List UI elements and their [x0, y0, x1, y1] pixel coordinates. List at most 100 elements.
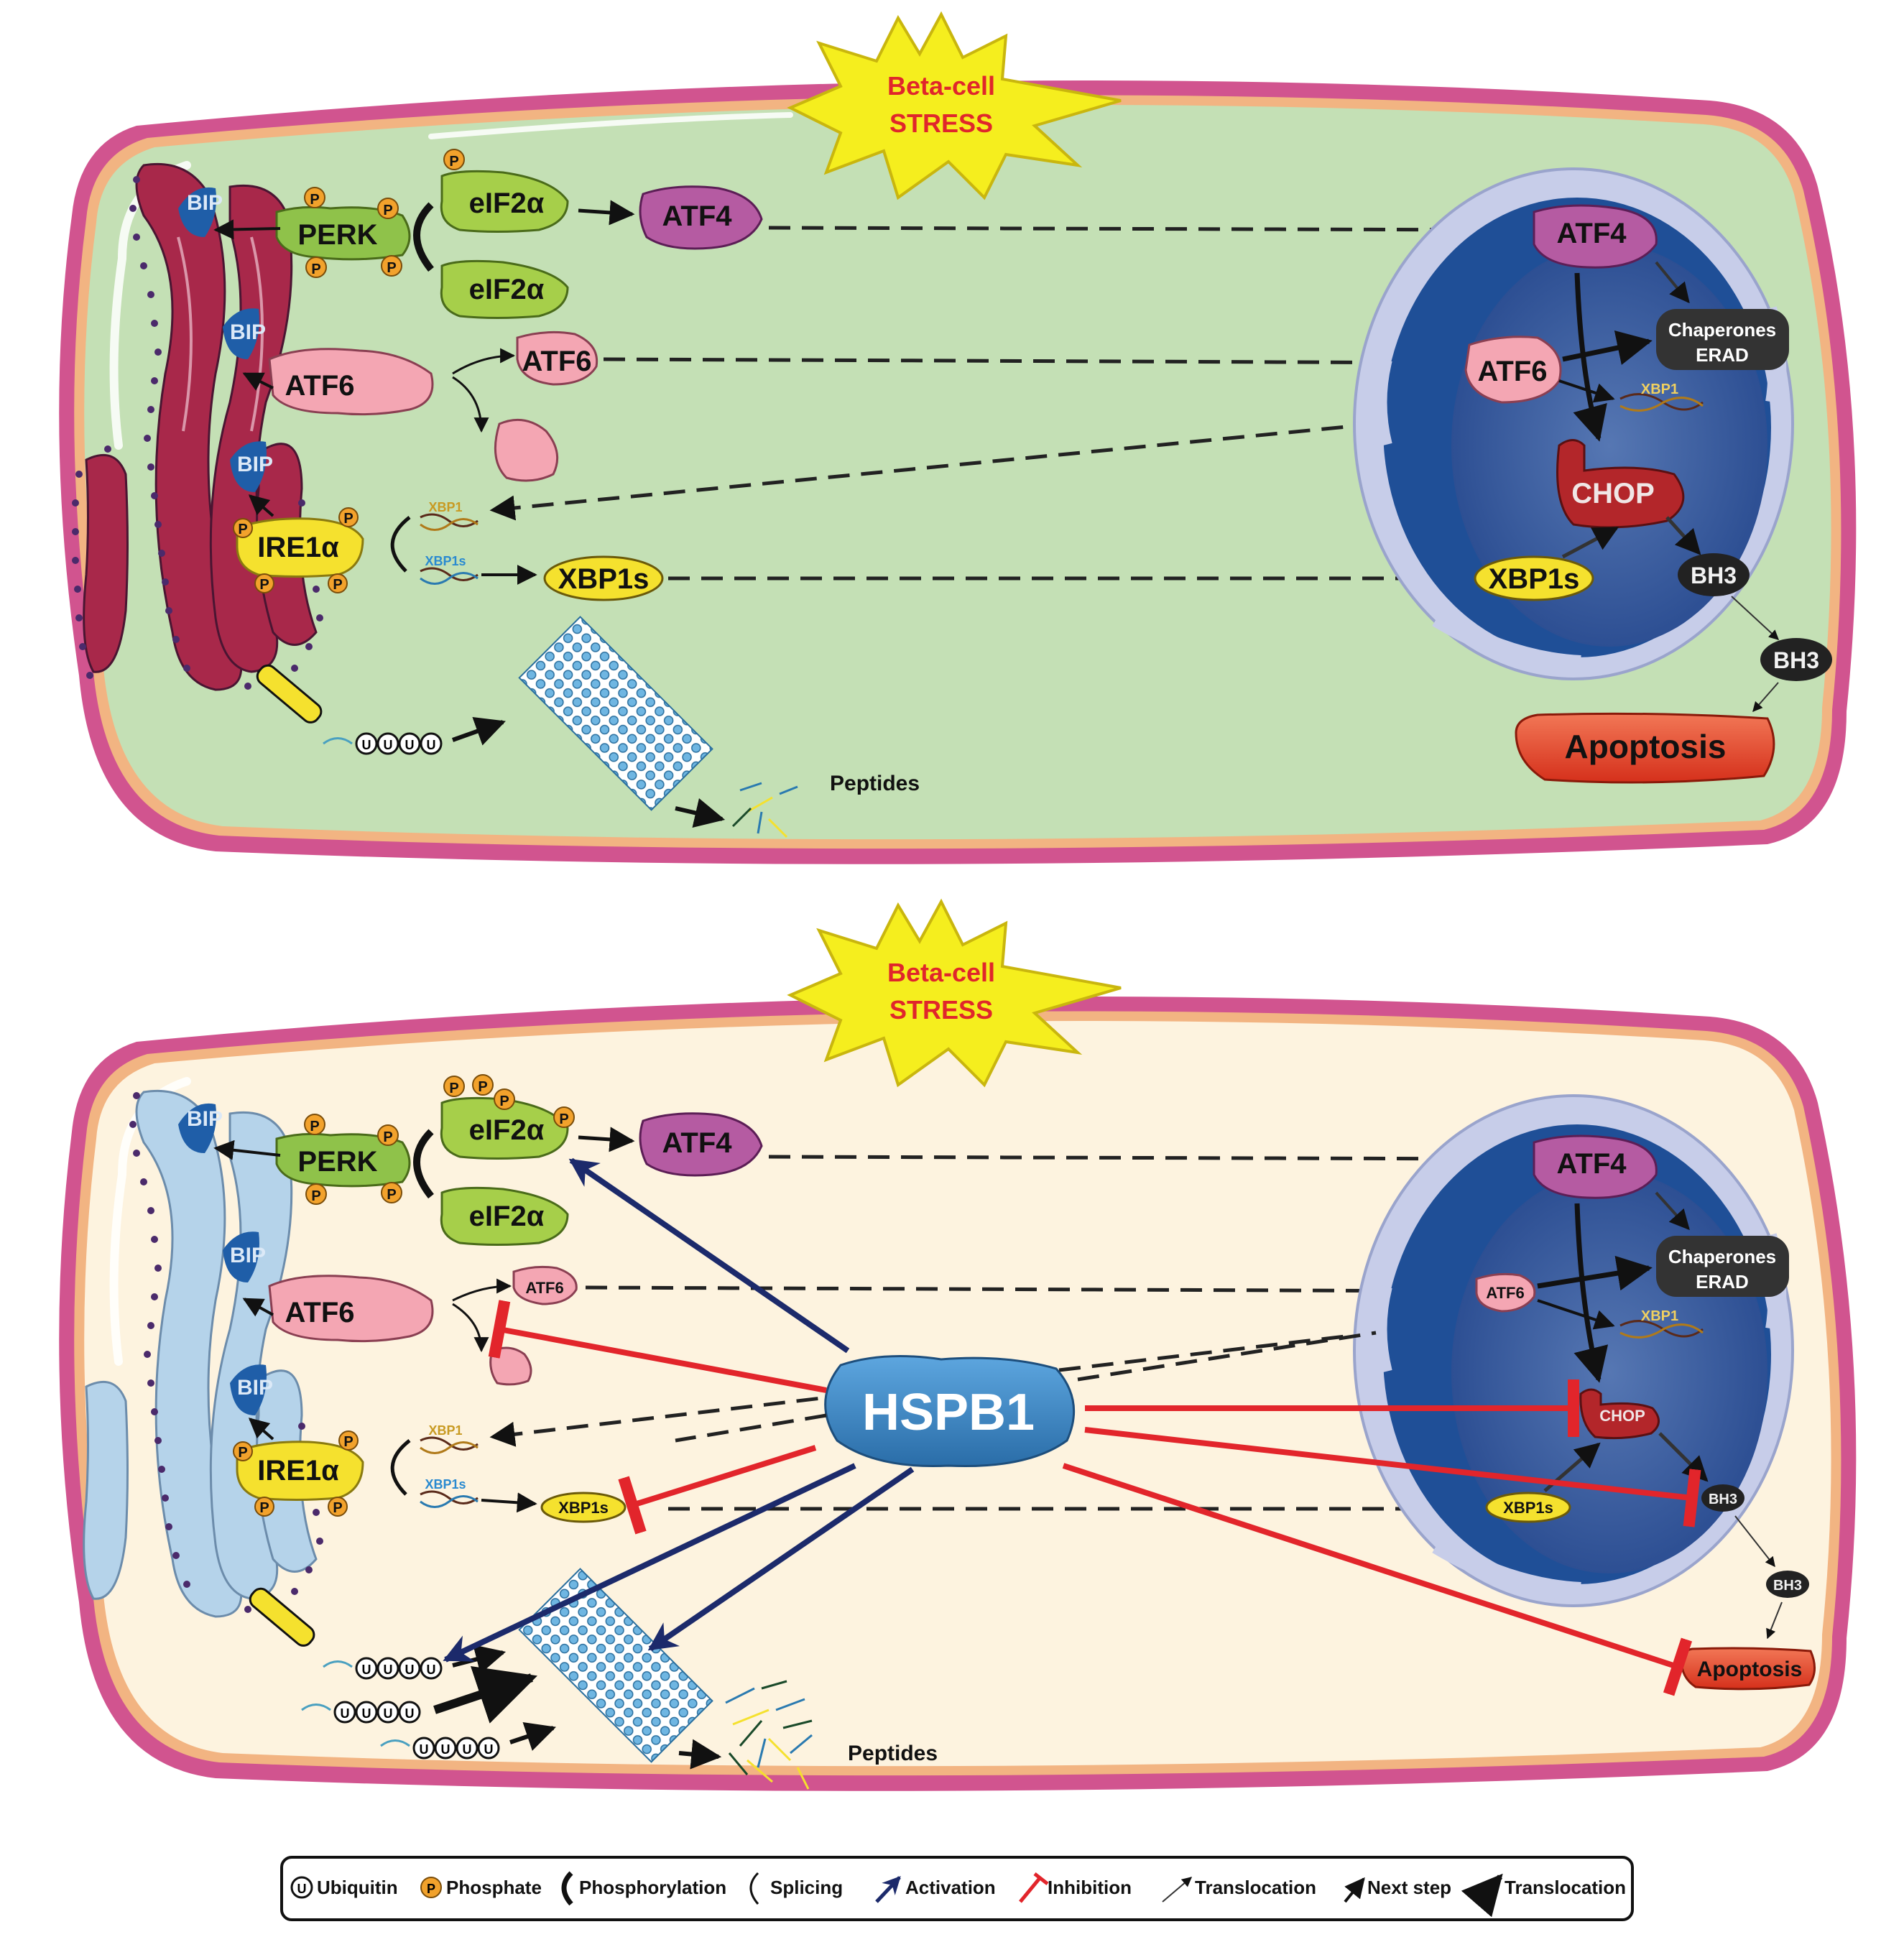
- svg-text:P: P: [238, 1445, 247, 1461]
- svg-text:U: U: [384, 738, 393, 752]
- translocon-bottom: [249, 1587, 315, 1647]
- chop-top: CHOP: [1556, 439, 1685, 529]
- hspb1-inhibits-apoptosis: [1062, 1463, 1693, 1696]
- ubiquitin-to-proteasome-bottom-3: [509, 1722, 556, 1751]
- svg-text:P: P: [387, 1187, 396, 1203]
- svg-text:PERK: PERK: [297, 219, 377, 251]
- legend-inhibition: Inhibition: [1019, 1872, 1132, 1903]
- svg-text:CHOP: CHOP: [1599, 1407, 1645, 1425]
- svg-text:P: P: [427, 1882, 435, 1896]
- svg-text:U: U: [441, 1742, 450, 1757]
- stress-label-line2-bottom: STRESS: [889, 995, 993, 1025]
- svg-text:Inhibition: Inhibition: [1048, 1877, 1132, 1898]
- svg-text:BH3: BH3: [1709, 1492, 1737, 1507]
- ubiquitin-chain-bottom-1: U U U U: [323, 1657, 443, 1680]
- apoptosis-bottom: Apoptosis: [1680, 1647, 1816, 1691]
- atf4-translocation-bottom: [768, 1146, 1515, 1172]
- svg-text:Apoptosis: Apoptosis: [1565, 728, 1727, 765]
- atf4-to-chop-bottom: [1573, 1203, 1609, 1383]
- translocon-top: [256, 664, 323, 724]
- svg-text:P: P: [259, 577, 269, 593]
- ubiquitin-chain-bottom-2: U U U U: [301, 1701, 421, 1724]
- svg-text:XBP1s: XBP1s: [425, 1477, 466, 1492]
- atf6-receptor-top: ATF6: [268, 348, 434, 416]
- svg-text:P: P: [449, 154, 458, 170]
- stress-label-line1: Beta-cell: [887, 71, 995, 101]
- svg-text:P: P: [387, 260, 396, 276]
- hspb1-inhibits-atf6-cleavage: [488, 1300, 827, 1393]
- eif2a-to-atf4-arrow-bottom: [578, 1127, 635, 1152]
- svg-text:P: P: [238, 522, 247, 537]
- svg-text:XBP1: XBP1: [1641, 382, 1678, 397]
- bh3-translocation-top: [1731, 596, 1780, 640]
- svg-text:U: U: [405, 1706, 415, 1721]
- ubiquitin-to-proteasome-top: [451, 716, 506, 746]
- bh3-cyto-top: BH3: [1760, 638, 1832, 681]
- svg-text:eIF2α: eIF2α: [469, 1201, 545, 1232]
- svg-text:P: P: [311, 262, 320, 277]
- svg-text:XBP1s: XBP1s: [1503, 1499, 1553, 1517]
- eif2a-phosphorylated-top: eIF2α P: [440, 149, 569, 233]
- svg-text:ATF6: ATF6: [522, 346, 591, 377]
- hspb1-node: HSPB1: [824, 1355, 1076, 1468]
- svg-text:XBP1: XBP1: [1641, 1308, 1678, 1324]
- svg-text:BIP: BIP: [187, 191, 223, 215]
- legend-activation: Activation: [875, 1876, 996, 1903]
- atf4-nuc-top: ATF4: [1533, 204, 1658, 269]
- xbp1s-nuc-top: XBP1s: [1474, 555, 1594, 601]
- perk-to-bip-arrow-top: [213, 219, 281, 240]
- svg-text:P: P: [310, 1119, 319, 1134]
- hspb1-inhibits-bh3: [1084, 1427, 1701, 1527]
- svg-text:ATF6: ATF6: [1486, 1284, 1524, 1302]
- atf4-to-chaperones-bottom: [1655, 1191, 1690, 1231]
- proteasome-to-peptides-top: [675, 798, 726, 828]
- hspb1-activates-eif2a: [568, 1157, 850, 1354]
- ubiquitin-chain-bottom-3: U U U U: [380, 1737, 500, 1760]
- ubiquitin-to-proteasome-bottom-1: [452, 1645, 507, 1674]
- bh3-to-apoptosis-bottom: [1766, 1601, 1783, 1640]
- ire1a-to-bip-arrow-top: [248, 494, 274, 517]
- svg-text:Activation: Activation: [905, 1877, 996, 1898]
- stress-label-line2: STRESS: [889, 108, 993, 138]
- atf4-cyto-top: ATF4: [639, 185, 763, 250]
- svg-text:P: P: [478, 1079, 487, 1095]
- proteasome-to-peptides-bottom: [678, 1739, 722, 1770]
- hspb1-to-ire1-dashed: [675, 1413, 827, 1443]
- atf6-nuc-top: ATF6: [1464, 336, 1562, 404]
- top-panel: Beta-cell STRESS BIP: [59, 11, 1857, 864]
- atf6-nuc-bottom: ATF6: [1475, 1272, 1536, 1313]
- xbp1-gene-bottom: XBP1: [1619, 1308, 1704, 1339]
- chop-to-bh3-top: [1665, 516, 1701, 555]
- svg-text:HSPB1: HSPB1: [862, 1384, 1035, 1441]
- svg-text:XBP1s: XBP1s: [558, 1499, 609, 1517]
- membrane-highlight-top-2: [428, 112, 793, 139]
- ire1a-to-bip-arrow-bottom: [248, 1418, 274, 1441]
- bh3-nuc-top: BH3: [1678, 553, 1750, 596]
- ribosome-dots-bottom: [129, 1092, 323, 1613]
- xbp1s-cyto-bottom: XBP1s: [540, 1492, 627, 1523]
- atf4-translocation-top: [768, 217, 1515, 243]
- splicing-arc-top: [390, 516, 411, 573]
- svg-text:BIP: BIP: [187, 1107, 223, 1131]
- peptide-fragments-icon: [731, 782, 798, 838]
- bip-bottom-1: BIP: [178, 1103, 223, 1153]
- legend-translocation-thick: Translocation: [1461, 1873, 1626, 1918]
- svg-text:P: P: [343, 511, 353, 527]
- svg-text:P: P: [383, 203, 392, 218]
- svg-text:ATF6: ATF6: [525, 1279, 563, 1297]
- svg-text:U: U: [384, 1663, 393, 1677]
- svg-text:U: U: [463, 1742, 472, 1757]
- svg-text:ERAD: ERAD: [1696, 1271, 1749, 1293]
- proteasome-icon: [518, 1568, 713, 1763]
- bh3-translocation-bottom: [1734, 1515, 1775, 1568]
- svg-text:U: U: [484, 1742, 494, 1757]
- svg-text:BH3: BH3: [1773, 647, 1819, 673]
- proteasome-icon: [518, 616, 713, 811]
- svg-text:U: U: [341, 1706, 350, 1721]
- bh3-to-apoptosis-top: [1752, 682, 1779, 713]
- svg-text:Next step: Next step: [1367, 1877, 1451, 1898]
- legend: U Ubiquitin P Phosphate Phosphorylation …: [280, 1856, 1634, 1921]
- svg-text:Phosphate: Phosphate: [446, 1877, 542, 1898]
- atf4-cyto-bottom: ATF4: [639, 1112, 763, 1177]
- atf6-cleaved-top: ATF6: [516, 330, 599, 386]
